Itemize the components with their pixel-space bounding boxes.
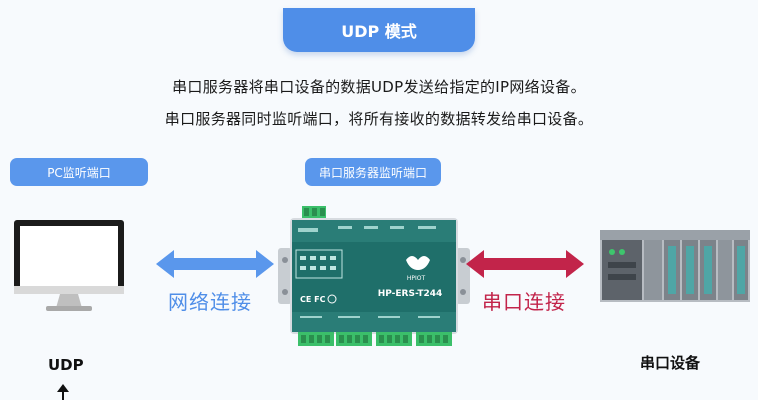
mode-title: UDP 模式 [341, 22, 417, 41]
up-arrow-icon [57, 384, 69, 392]
serial-double-arrow-icon [466, 250, 584, 278]
mode-banner: UDP 模式 [283, 8, 475, 52]
network-double-arrow-icon [156, 250, 274, 278]
network-link-label: 网络连接 [168, 290, 252, 314]
pc-port-label: PC监听端口 [10, 158, 148, 186]
device-model: HP-ERS-T244 [378, 289, 443, 299]
device-marks: CE FC [300, 295, 326, 304]
server-port-label: 串口服务器监听端口 [305, 158, 441, 186]
serial-device-label: 串口设备 [640, 354, 701, 372]
udp-label: UDP [48, 356, 84, 374]
plc-rack-icon [600, 230, 750, 302]
udp-stem [62, 388, 64, 400]
serial-server-device-icon: HPIOT HP-ERS-T244 CE FC [278, 206, 470, 346]
serial-link-label: 串口连接 [482, 290, 566, 314]
description-line-2: 串口服务器同时监听端口，将所有接收的数据转发给串口设备。 [164, 110, 594, 128]
monitor-icon [14, 220, 124, 311]
device-brand: HPIOT [407, 275, 426, 282]
description-line-1: 串口服务器将串口设备的数据UDP发送给指定的IP网络设备。 [172, 78, 586, 96]
